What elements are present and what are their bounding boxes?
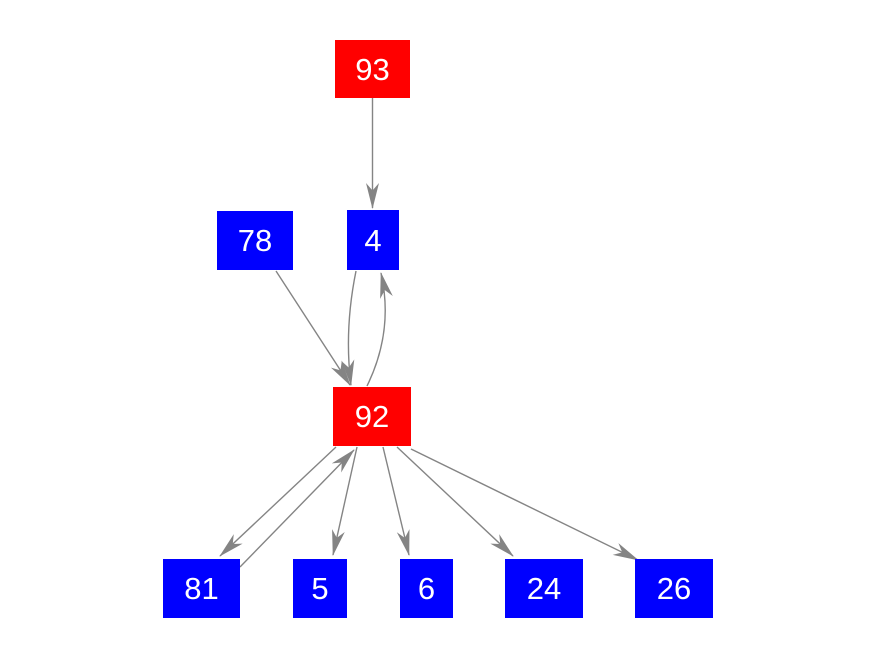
node-label: 81 <box>184 571 219 606</box>
edge-81-92 <box>239 449 355 568</box>
graph-node-92[interactable]: 92 <box>333 387 411 446</box>
edge-92-6 <box>382 446 410 556</box>
graph-node-24[interactable]: 24 <box>505 559 583 618</box>
graph-node-26[interactable]: 26 <box>635 559 713 618</box>
node-label: 5 <box>311 571 329 606</box>
node-label: 6 <box>417 571 436 606</box>
graph-node-6[interactable]: 6 <box>400 559 453 618</box>
edge-78-92 <box>275 270 351 386</box>
edge-92-5 <box>332 446 358 556</box>
edge-4-92 <box>341 270 357 386</box>
edge-92-26 <box>410 448 639 561</box>
edge-92-81 <box>219 446 337 557</box>
node-label: 26 <box>656 571 692 606</box>
graph-node-4[interactable]: 4 <box>347 210 399 270</box>
node-label: 24 <box>526 571 562 606</box>
node-label: 4 <box>364 222 382 258</box>
graph-node-78[interactable]: 78 <box>217 211 293 270</box>
node-label: 92 <box>354 399 390 434</box>
edge-92-24 <box>396 446 514 557</box>
edge-92-4 <box>366 272 393 387</box>
node-label: 78 <box>237 223 273 258</box>
node-label: 93 <box>355 51 390 87</box>
graph-node-93[interactable]: 93 <box>335 40 410 98</box>
graph-node-5[interactable]: 5 <box>293 559 347 618</box>
graph-node-81[interactable]: 81 <box>163 559 240 618</box>
